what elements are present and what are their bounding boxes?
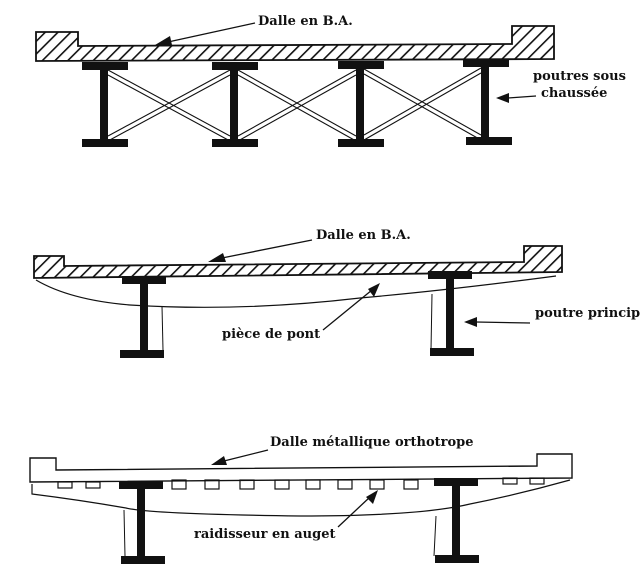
orthotropic-deck — [29, 453, 573, 483]
girder-1b — [212, 62, 258, 147]
girder-3a — [119, 481, 165, 564]
section-1-multi-girder — [35, 22, 555, 147]
label-chaussee: chaussée — [541, 86, 607, 101]
concrete-slab-1 — [35, 25, 555, 62]
label-poutre-principale: poutre principale — [535, 306, 640, 321]
girder-1a — [82, 62, 128, 147]
girder-2a — [120, 276, 166, 358]
label-dalle-ba-1: Dalle en B.A. — [258, 14, 353, 29]
cross-bracing — [107, 67, 482, 142]
girder-1d — [463, 59, 512, 145]
label-poutres-sous: poutres sous — [533, 69, 626, 84]
girder-2b — [428, 271, 474, 356]
label-piece-de-pont: pièce de pont — [222, 327, 320, 342]
label-dalle-ba-2: Dalle en B.A. — [316, 228, 411, 243]
label-raidisseur: raidisseur en auget — [194, 527, 335, 542]
concrete-slab-2 — [33, 245, 563, 279]
section-3-orthotropic — [29, 449, 573, 564]
girder-1c — [338, 61, 384, 147]
label-dalle-metallique: Dalle métallique orthotrope — [270, 435, 474, 450]
girder-3b — [433, 478, 479, 563]
trough-stiffeners — [57, 477, 545, 490]
section-2-two-girder — [33, 239, 563, 358]
